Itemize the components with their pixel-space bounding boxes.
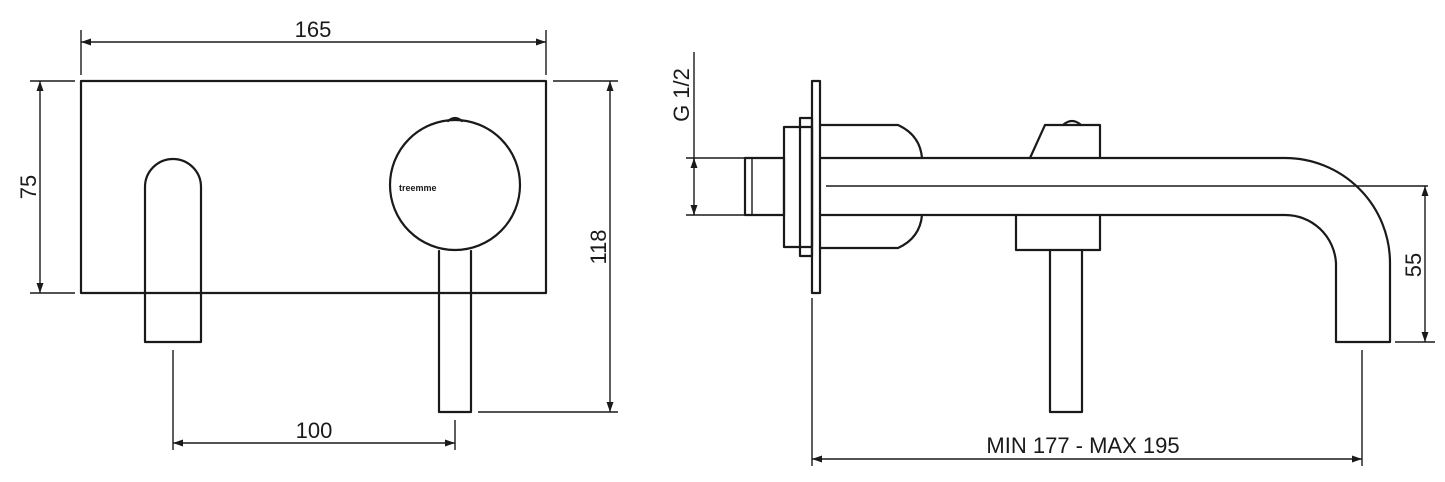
lever-front <box>437 249 473 414</box>
dimension-spout-to-lever: 100 <box>172 350 456 450</box>
front-view: treemme 165 75 118 100 <box>16 17 618 450</box>
dimension-plate-width: 165 <box>80 17 547 75</box>
handle-body-bottom <box>1014 213 1102 252</box>
lever-side <box>1048 248 1084 414</box>
knob-top-notch <box>446 116 464 123</box>
dimension-label-thread: G 1/2 <box>669 68 694 122</box>
wall-plate <box>79 79 548 295</box>
body-step-inner <box>798 116 814 258</box>
dimension-plate-height: 75 <box>16 80 75 294</box>
dimension-label-plate-width: 165 <box>295 17 332 42</box>
mixer-handle-knob <box>388 118 522 252</box>
spout-front <box>143 157 203 344</box>
spout-side <box>818 156 1392 344</box>
dimension-projection: MIN 177 - MAX 195 <box>811 298 1363 466</box>
handle-top-notch <box>1061 119 1083 127</box>
side-view: G 1/2 55 MIN 177 - MAX 195 <box>669 52 1435 466</box>
dimension-label-spout-to-lever: 100 <box>296 418 333 443</box>
dimension-overall-height: 118 <box>478 80 618 413</box>
brand-mark: treemme <box>399 183 437 193</box>
thread-connector <box>743 156 786 217</box>
dimension-label-plate-height: 75 <box>16 175 41 199</box>
dimension-label-overall-height: 118 <box>586 229 611 264</box>
handle-body-top <box>1028 123 1102 160</box>
body-step-outer <box>782 125 814 249</box>
dimension-label-projection: MIN 177 - MAX 195 <box>986 433 1179 458</box>
dimension-label-spout-drop: 55 <box>1401 253 1426 277</box>
dimension-spout-drop: 55 <box>1395 186 1435 343</box>
wall-flange <box>810 79 822 295</box>
dimension-thread: G 1/2 <box>669 52 745 216</box>
body-cover <box>818 123 924 250</box>
